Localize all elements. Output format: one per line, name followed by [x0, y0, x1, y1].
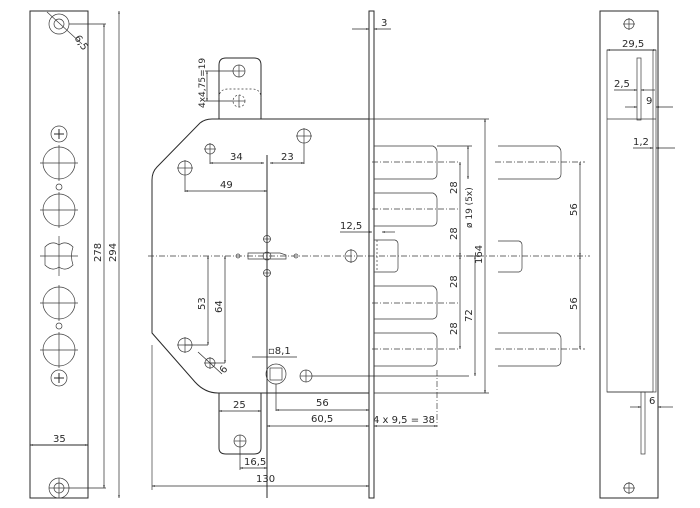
- faceplate-screw-bottom: [50, 369, 68, 387]
- edge-offset-dim: 1,2: [633, 137, 649, 148]
- backset-56: 56: [316, 398, 329, 409]
- backset-60-5: 60,5: [311, 414, 333, 425]
- hole-offset-49: 49: [220, 180, 233, 191]
- lock-body-view: 3 4x4,75=19 34 23 49: [148, 10, 590, 499]
- retracted-bolts: [495, 145, 585, 367]
- spindle-hole: [265, 363, 287, 385]
- strike-plate-outline: [599, 10, 659, 499]
- faceplate-height-outer: 294: [108, 243, 119, 262]
- lower-tab-width: 25: [233, 400, 246, 411]
- slot-offset-dim: 9: [646, 96, 652, 107]
- faceplate-width: 35: [53, 434, 66, 445]
- bolt-pitch-upper-1: 28: [449, 181, 460, 194]
- latch-offset-dim: 12,5: [340, 221, 362, 232]
- below-center-53: 53: [197, 297, 208, 310]
- bolt-spacing-lower-56: 56: [569, 297, 580, 310]
- spindle-lever: [247, 252, 287, 260]
- screw-hole-6: 6: [218, 364, 231, 376]
- bolt-spacing-upper-56: 56: [569, 203, 580, 216]
- front-plate: [368, 10, 375, 499]
- body-depth-130: 130: [256, 474, 275, 485]
- upper-mounting-tab: [218, 57, 262, 119]
- faceplate-top-hole: [46, 11, 83, 45]
- faceplate-view: 6,5: [29, 10, 120, 499]
- lower-span-72: 72: [464, 309, 475, 322]
- hole-spacing-23: 23: [281, 152, 294, 163]
- latch: [374, 239, 399, 273]
- bolt-pitch-lower-1: 28: [449, 275, 460, 288]
- bolts: [372, 145, 460, 367]
- spindle-square-dim: ▫8,1: [268, 346, 291, 357]
- strike-slot-top: [636, 57, 642, 121]
- strike-slot-bottom: [640, 391, 646, 455]
- bolt-pitch-upper-2: 28: [449, 227, 460, 240]
- plate-thickness-dim: 3: [381, 18, 387, 29]
- below-center-64: 64: [214, 300, 225, 313]
- faceplate-bottom-hole: [48, 477, 70, 499]
- body-height-164: 164: [474, 245, 485, 264]
- bolt-throw-dim: 4 x 9,5 = 38: [373, 415, 435, 426]
- bolt-pitch-lower-2: 28: [449, 322, 460, 335]
- tab-pitch-dim: 4x4,75=19: [198, 58, 208, 108]
- strike-plate-view: 29,5 2,5 9 1,2 6: [599, 10, 675, 499]
- faceplate-height-inner: 278: [93, 243, 104, 262]
- faceplate-screw-top: [50, 125, 68, 143]
- slot-width-dim: 2,5: [614, 79, 630, 90]
- strike-width-dim: 29,5: [622, 39, 644, 50]
- lock-body-outline: [151, 118, 369, 394]
- lower-tab-offset: 16,5: [244, 457, 266, 468]
- faceplate-bolt-holes: [40, 145, 78, 368]
- hole-spacing-34: 34: [230, 152, 243, 163]
- faceplate-hole-dim: 6,5: [72, 33, 90, 52]
- bolt-diameter-dim: ø 19 (5x): [465, 187, 475, 228]
- bottom-offset-dim: 6: [649, 396, 655, 407]
